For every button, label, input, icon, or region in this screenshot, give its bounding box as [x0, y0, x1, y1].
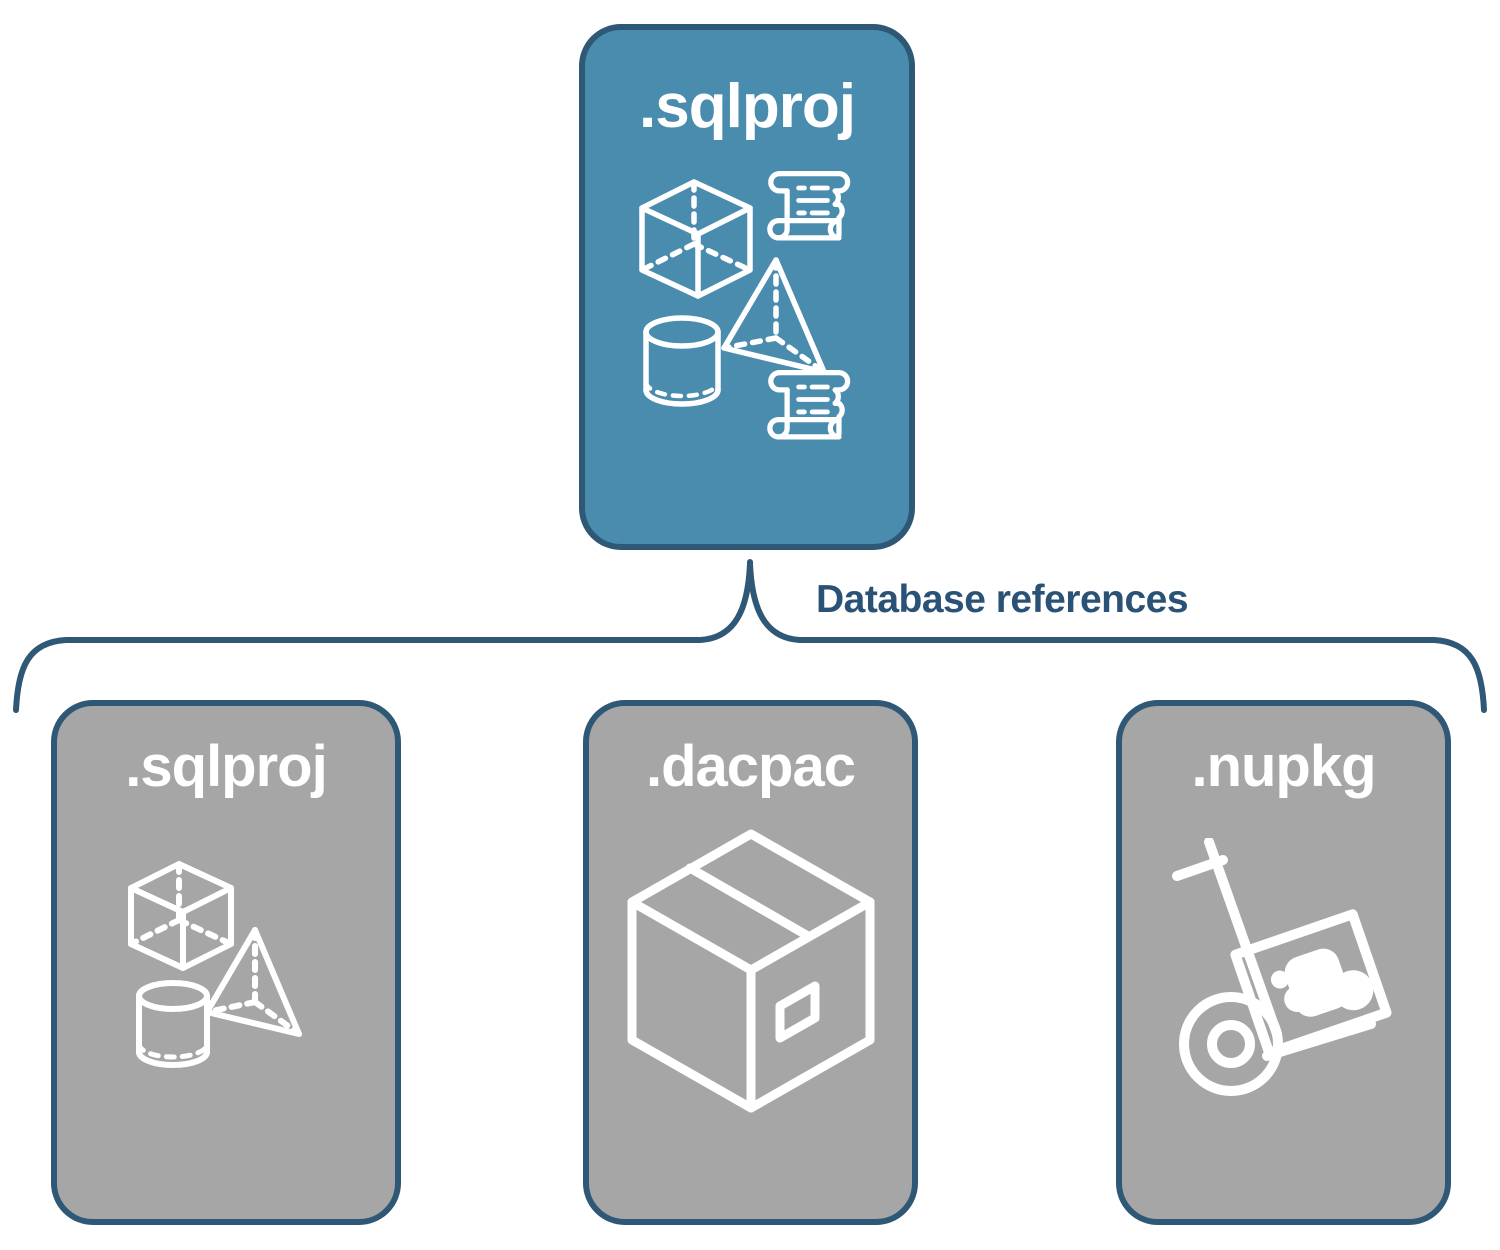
root-card-icon-group [632, 160, 862, 455]
shipping-box-icon [627, 829, 874, 1113]
child-card-nupkg[interactable]: .nupkg [1116, 700, 1451, 1225]
dolly-rail [1203, 837, 1282, 1039]
brace-left-arm [13, 561, 753, 713]
child-card-dacpac[interactable]: .dacpac [583, 700, 918, 1225]
dolly-wheel [1178, 992, 1283, 1096]
child-dacpac-icon-group [620, 826, 882, 1121]
pyramid-wireframe-icon [204, 927, 302, 1037]
hand-truck-package-icon [1171, 837, 1392, 1096]
cylinder-wireframe-icon [643, 315, 721, 407]
brace-label-database-references: Database references [816, 578, 1189, 621]
child-card-sqlproj-title: .sqlproj [125, 734, 327, 799]
cube-wireframe-icon [128, 861, 234, 971]
scroll-script-icon [767, 170, 851, 241]
child-nupkg-icon-group [1159, 837, 1409, 1113]
child-card-sqlproj[interactable]: .sqlproj [51, 700, 401, 1225]
scroll-script-icon [767, 369, 851, 440]
child-sqlproj-icon-group [121, 850, 331, 1085]
root-card-sqlproj[interactable]: .sqlproj [579, 24, 915, 550]
package-box [1229, 909, 1392, 1059]
pyramid-wireframe-icon [721, 257, 827, 375]
cylinder-wireframe-icon [136, 980, 210, 1068]
cube-wireframe-icon [639, 179, 753, 299]
child-card-dacpac-title: .dacpac [646, 734, 856, 799]
child-card-nupkg-title: .nupkg [1191, 734, 1376, 799]
root-card-title: .sqlproj [639, 72, 856, 141]
